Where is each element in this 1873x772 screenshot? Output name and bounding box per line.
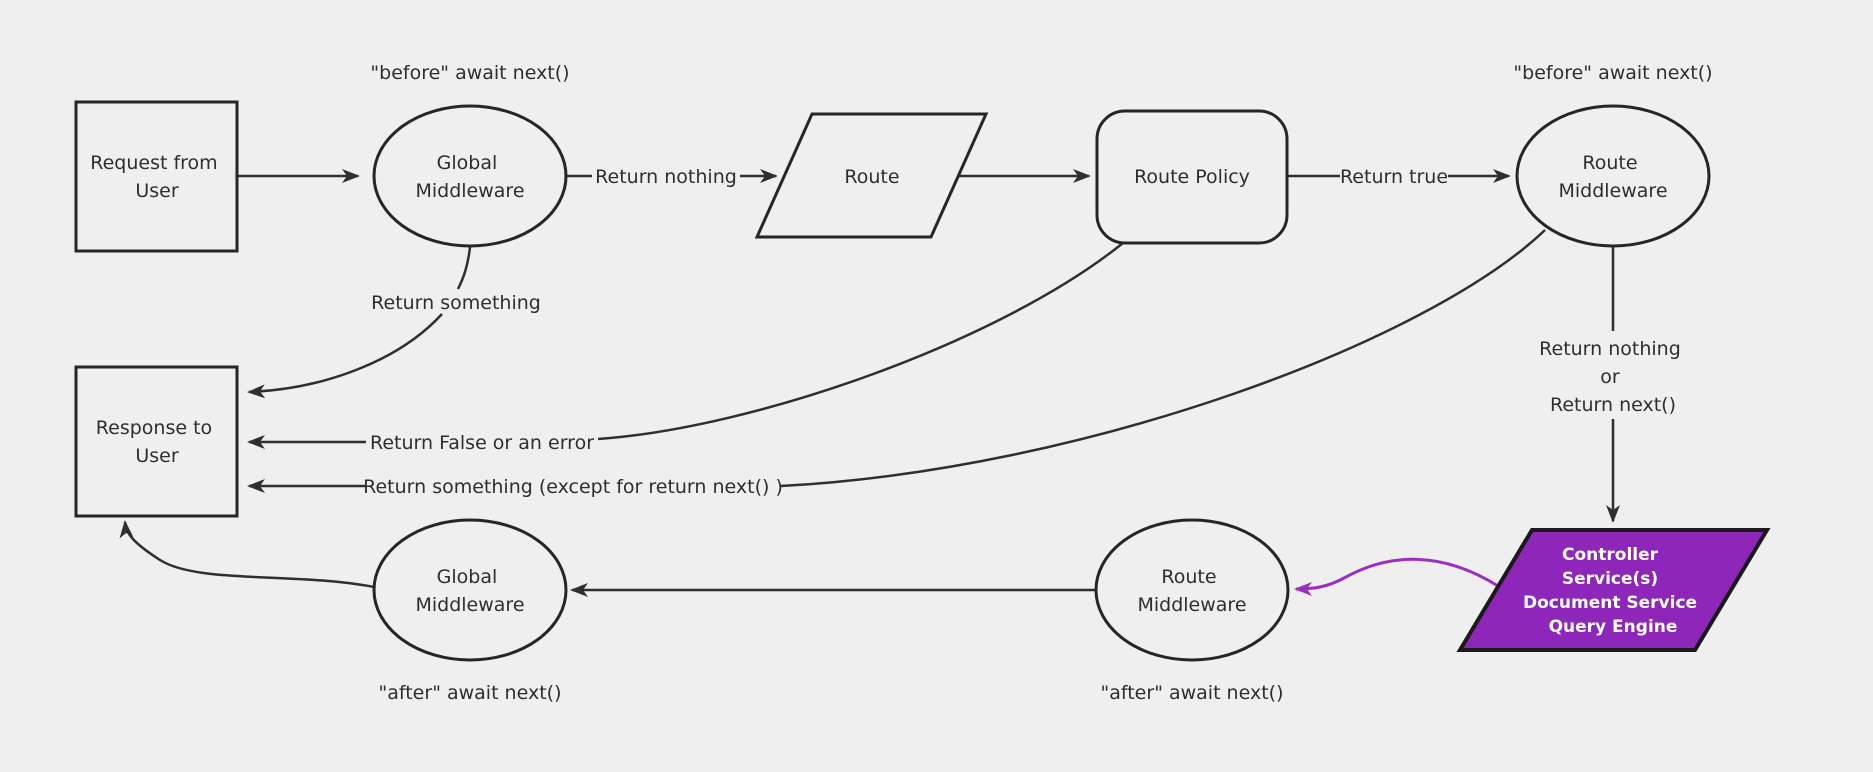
label-return-nothing: Return nothing (595, 166, 737, 188)
route-policy-label: Route Policy (1134, 166, 1250, 188)
label-return-something: Return something (371, 292, 541, 314)
request-box (74, 100, 239, 253)
route-label: Route (844, 166, 899, 188)
label-after-await-left: "after" await next() (379, 682, 562, 704)
edge-controller-to-route-mw-bottom (1294, 557, 1499, 596)
label-return-something-except: Return something (except for return next… (363, 476, 783, 498)
node-route-middleware-bottom: Route Middleware (1094, 518, 1290, 662)
route-parallelogram (754, 112, 989, 239)
label-before-await-right: "before" await next() (1513, 62, 1712, 84)
label-return-false: Return False or an error (370, 432, 594, 454)
node-controller-services: Controller Service(s) Document Service Q… (1456, 528, 1771, 652)
label-return-true: Return true (1340, 166, 1448, 188)
edge-global-mw-to-response (247, 313, 443, 399)
global-middleware-top-label: Global Middleware (415, 152, 524, 202)
global-middleware-bottom-ellipse (372, 518, 568, 662)
global-middleware-top-ellipse (372, 104, 568, 248)
route-middleware-top-ellipse (1515, 104, 1711, 248)
route-policy-box (1095, 109, 1289, 245)
node-global-middleware-bottom: Global Middleware (372, 518, 568, 662)
request-label: Request from User (90, 152, 223, 202)
edge-global-mw-to-response-stub (456, 246, 472, 290)
node-response-to-user: Response to User (74, 365, 239, 518)
node-route-middleware-top: Route Middleware (1515, 104, 1711, 248)
label-after-await-right: "after" await next() (1101, 682, 1284, 704)
node-global-middleware-top: Global Middleware (372, 104, 568, 248)
label-return-nothing-or: Return nothing or Return next() (1539, 338, 1687, 416)
edge-labels: "before" await next() "before" await nex… (363, 62, 1712, 704)
edge-global-mw-bottom-to-response (119, 520, 375, 589)
route-middleware-bottom-label: Route Middleware (1137, 566, 1246, 616)
controller-parallelogram (1456, 528, 1771, 652)
edge-route-policy-to-response-curve (597, 242, 1124, 441)
label-before-await-left: "before" await next() (370, 62, 569, 84)
edges (119, 169, 1620, 597)
response-box (74, 365, 239, 518)
edge-route-mw-to-response-curve (780, 229, 1546, 488)
node-request-from-user: Request from User (74, 100, 239, 253)
node-route: Route (754, 112, 989, 239)
node-route-policy: Route Policy (1095, 109, 1289, 245)
route-middleware-top-label: Route Middleware (1558, 152, 1667, 202)
controller-label: Controller Service(s) Document Service Q… (1523, 545, 1703, 637)
response-label: Response to User (96, 417, 218, 467)
global-middleware-bottom-label: Global Middleware (415, 566, 524, 616)
route-middleware-bottom-ellipse (1094, 518, 1290, 662)
